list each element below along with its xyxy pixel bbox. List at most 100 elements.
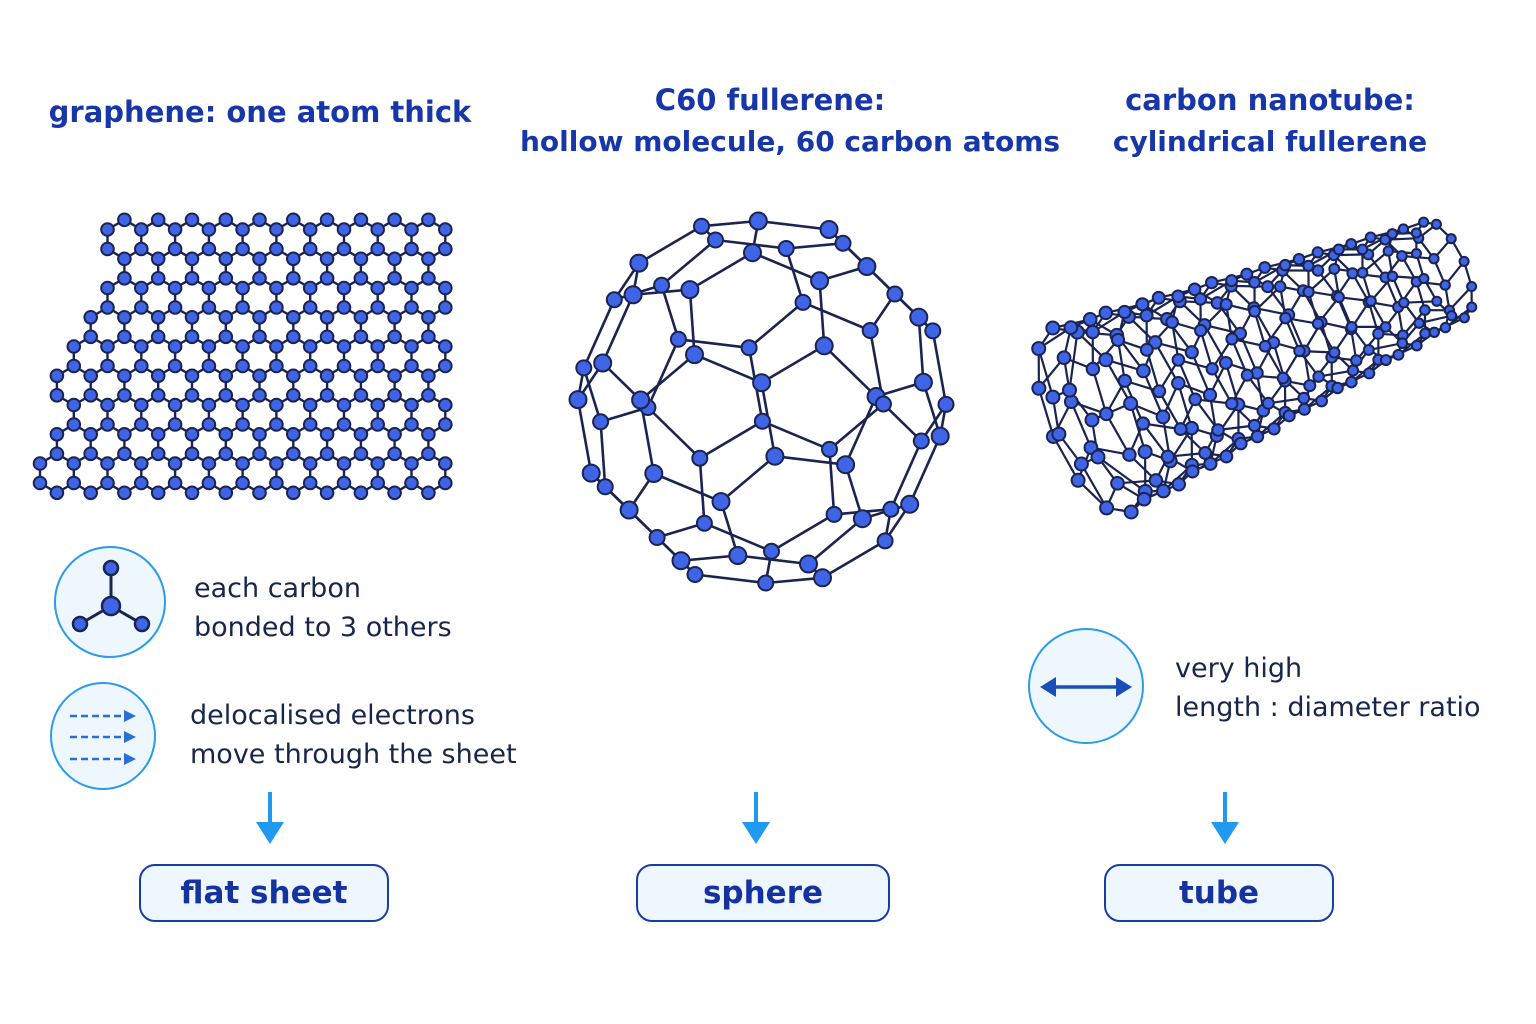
graphene-atom — [269, 339, 284, 354]
nanotube-atom — [1139, 342, 1154, 357]
graphene-atom — [370, 300, 386, 315]
graphene-atom — [117, 212, 132, 228]
nanotube-atom — [1410, 339, 1423, 352]
graphene-atom — [32, 475, 48, 491]
c60-atom — [924, 322, 942, 340]
c60-atom — [581, 463, 601, 483]
nanotube-atom — [1135, 297, 1150, 312]
graphene-atom — [66, 358, 82, 374]
c60-bond — [599, 420, 607, 489]
graphene-atom — [387, 251, 402, 267]
nanotube-atom — [1332, 243, 1345, 256]
c60-atom — [593, 353, 613, 373]
graphene-atom — [66, 397, 82, 413]
graphene-atom — [235, 397, 250, 413]
nanotube-cap-atom — [1090, 449, 1106, 465]
nanotube-atom — [1098, 305, 1114, 321]
graphene-atom — [370, 222, 386, 237]
c60-atom — [680, 280, 700, 300]
nanotube-atom — [1328, 346, 1341, 359]
nanotube-atom — [1152, 384, 1167, 399]
c60-atom — [685, 345, 704, 365]
c60-bond — [736, 554, 810, 566]
nanotube-atom — [1193, 292, 1208, 306]
c60-bond — [660, 238, 717, 287]
graphene-atom — [83, 388, 98, 403]
nanotube-bond — [1070, 400, 1093, 449]
nanotube-atom — [1392, 348, 1405, 361]
graphene-atom — [387, 485, 402, 501]
graphene-atom — [235, 241, 250, 257]
nanotube-atom — [1345, 375, 1358, 389]
graphene-atom — [218, 271, 234, 286]
c60-atom — [619, 500, 639, 520]
nanotube-bond — [1154, 341, 1180, 385]
graphene-atom — [134, 475, 149, 491]
graphene-atom — [387, 310, 402, 325]
nanotube-atom — [1410, 227, 1422, 239]
nanotube-atom — [1117, 304, 1132, 320]
graphene-atom — [319, 212, 335, 228]
nanotube-atom — [1379, 321, 1392, 333]
graphene-atom — [353, 368, 369, 384]
graphene-atom — [218, 446, 234, 462]
graphene-atom — [438, 222, 453, 237]
nanotube-atom — [1218, 355, 1233, 370]
c60-title-line1: C60 fullerene: — [654, 83, 886, 117]
graphene-atom — [201, 397, 217, 413]
c60-bond — [677, 337, 751, 350]
graphene-atom — [286, 271, 301, 286]
graphene-atom — [421, 446, 436, 462]
graphene-atom — [404, 222, 419, 237]
graphene-atom — [286, 368, 301, 384]
graphene-atom — [49, 427, 65, 442]
graphene-atom — [218, 388, 234, 403]
graphene-atom — [286, 485, 301, 501]
c60-bond — [917, 315, 925, 384]
nanotube-atom — [1431, 295, 1443, 307]
c60-bond — [688, 251, 754, 291]
graphene-atom — [438, 339, 453, 354]
c60-atom — [876, 532, 894, 550]
nanotube-bond — [1177, 382, 1193, 430]
graphene-atom — [167, 280, 183, 296]
nanotube-atom — [1137, 444, 1153, 460]
nanotube-atom — [1364, 231, 1377, 244]
graphene-atom — [184, 271, 200, 286]
c60-bond — [760, 344, 826, 385]
graphene-atom — [302, 222, 318, 237]
nanotube-atom — [1419, 327, 1431, 340]
c60-atom — [937, 395, 955, 413]
c60-atom — [596, 478, 614, 496]
nanotube-atom — [1372, 327, 1385, 340]
graphene-atom — [201, 241, 217, 257]
nanotube-atom — [1297, 402, 1311, 416]
c60-atom — [857, 257, 877, 276]
graphene-atom — [218, 212, 234, 228]
graphene-atom — [83, 485, 98, 501]
nanotube-atom — [1311, 317, 1325, 330]
c60-bond — [818, 279, 826, 348]
c60-bond — [770, 513, 836, 553]
nanotube-atom — [1240, 267, 1254, 281]
c60-bond — [764, 576, 824, 585]
graphene-atom — [184, 446, 200, 462]
graphene-atom — [353, 485, 369, 501]
nanotube-bond — [1052, 435, 1080, 482]
c60-atom — [644, 464, 664, 483]
nanotube-title-line2: cylindrical fullerene — [1112, 125, 1428, 158]
graphene-atom — [117, 485, 132, 501]
c60-bond — [756, 219, 831, 231]
c60-atom — [671, 551, 691, 571]
c60-atom — [695, 514, 713, 532]
c60-title: C60 fullerene: hollow molecule, 60 carbo… — [520, 80, 1060, 162]
graphene-atom — [336, 339, 352, 354]
graphene-atom — [134, 280, 149, 296]
graphene-down-arrow-icon — [256, 792, 284, 844]
graphene-atom — [100, 300, 115, 315]
nanotube-atom — [1356, 243, 1369, 256]
graphene-atom — [319, 368, 335, 384]
graphene-atom — [252, 329, 267, 345]
nanotube-atom — [1398, 297, 1410, 309]
graphene-atom — [438, 397, 453, 413]
